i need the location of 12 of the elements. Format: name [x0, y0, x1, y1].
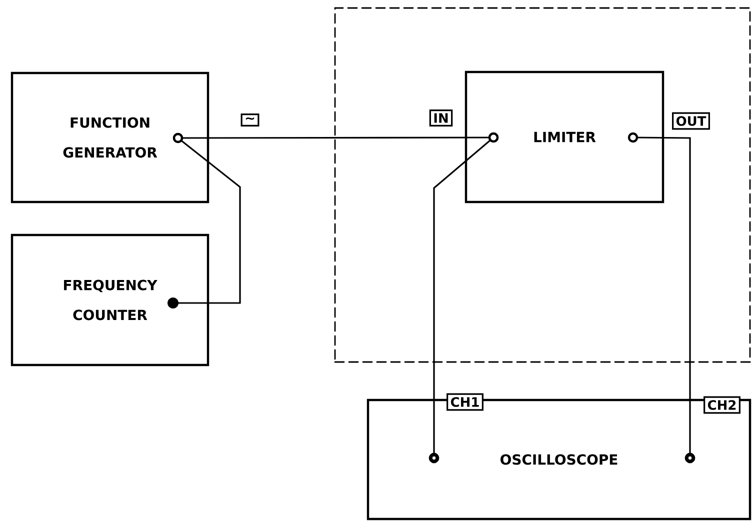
instrument-box: FUNCTION GENERATOR	[10, 72, 210, 204]
port-label: ∼	[240, 114, 260, 126]
wire	[168, 132, 241, 308]
port-label: CH1	[446, 393, 484, 411]
module-box: LIMITER	[464, 70, 664, 204]
instrument-box: FREQUENCY COUNTER	[10, 234, 210, 366]
wire	[428, 132, 499, 464]
wire	[628, 132, 696, 464]
unit-outline	[334, 7, 751, 363]
port-label: IN	[429, 109, 453, 127]
port-label: CH2	[704, 396, 740, 414]
port-label: OUT	[672, 112, 710, 130]
